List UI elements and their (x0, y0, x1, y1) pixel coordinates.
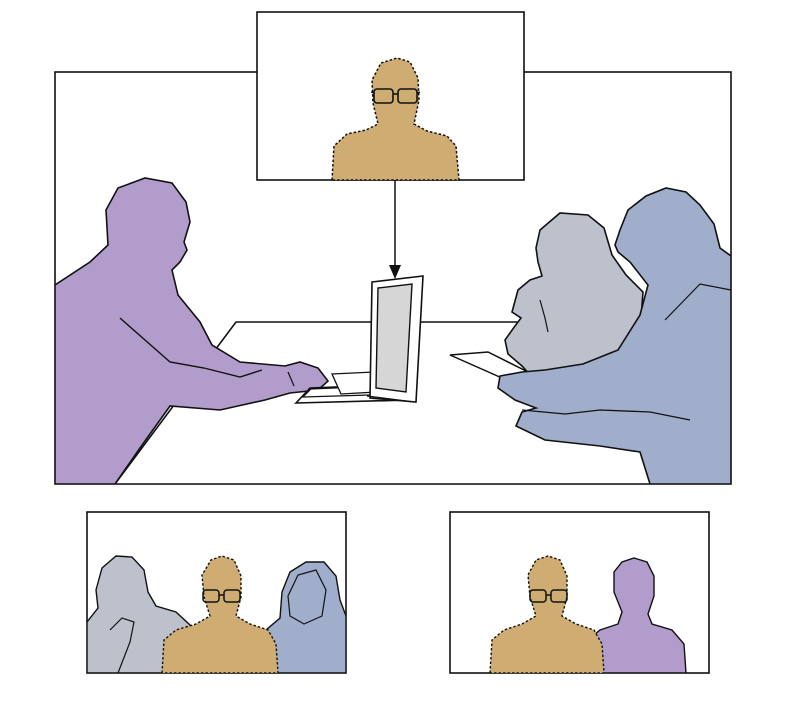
laptop (294, 275, 424, 404)
gray-participant-hand-line (539, 299, 549, 333)
group-view-panel (86, 511, 347, 674)
typing-participant (55, 177, 330, 484)
blue-participant-arm-line (521, 409, 691, 421)
glasses-icon (370, 88, 421, 104)
remote-participant (331, 57, 460, 181)
typing-participant-hand-line (287, 371, 295, 387)
pair-view-typing-participant (583, 557, 687, 673)
pair-view-panel (449, 511, 710, 674)
blue-participant-shoulder-line (664, 283, 731, 321)
blue-participant (497, 187, 731, 484)
glasses-icon (529, 589, 568, 603)
pair-view-remote-participant (489, 555, 605, 673)
arrow-down-icon (389, 180, 401, 279)
remote-participant-inset (256, 11, 525, 181)
glasses-icon (202, 589, 241, 603)
group-view-remote-participant (161, 555, 279, 673)
typing-participant-arm-line (119, 317, 263, 378)
